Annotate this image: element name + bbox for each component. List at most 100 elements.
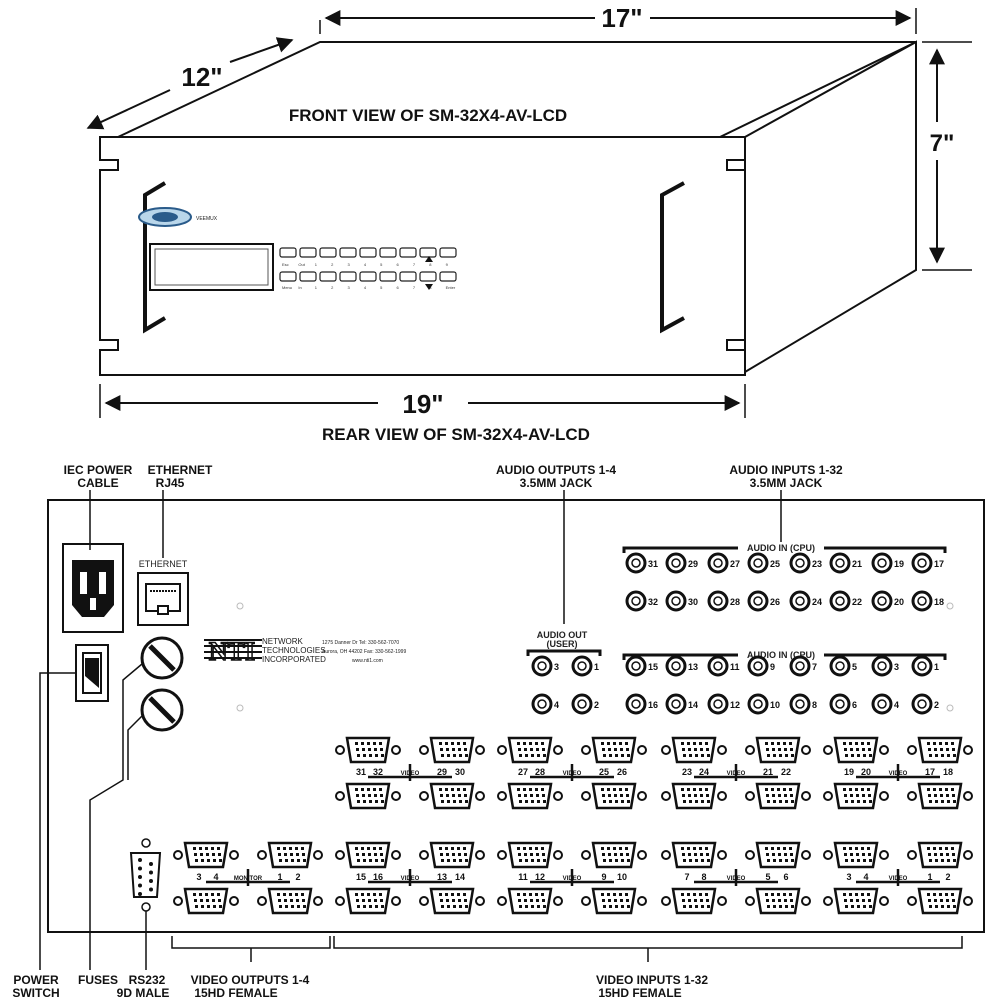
vga-connector[interactable] <box>745 887 811 915</box>
front-button[interactable] <box>439 271 457 282</box>
jack-number: 16 <box>648 700 658 710</box>
callout-video-inputs-2: 15HD FEMALE <box>598 986 681 1000</box>
vga-connector[interactable] <box>257 887 323 915</box>
callout-ethernet-2: RJ45 <box>156 476 185 490</box>
vga-connector[interactable] <box>335 782 401 810</box>
front-button[interactable] <box>399 271 417 282</box>
vga-connector[interactable] <box>823 736 889 764</box>
jack-number: 7 <box>812 662 817 672</box>
rs232-pin <box>149 879 153 883</box>
front-button[interactable] <box>299 271 317 282</box>
front-button[interactable] <box>419 247 437 258</box>
svg-text:VEEMUX: VEEMUX <box>196 216 218 222</box>
front-button[interactable] <box>279 271 297 282</box>
front-button[interactable] <box>319 271 337 282</box>
vga-connector[interactable] <box>335 841 401 869</box>
vga-connector[interactable] <box>497 736 563 764</box>
callout-ethernet-1: ETHERNET <box>148 463 213 477</box>
vga-connector[interactable] <box>419 887 485 915</box>
button-label: 2 <box>331 262 334 267</box>
group-word: VIDEO <box>401 771 420 777</box>
vga-connector[interactable] <box>173 887 239 915</box>
connector-number: 12 <box>535 872 545 882</box>
audio-in-label-upper: AUDIO IN (CPU) <box>747 543 815 553</box>
vga-connector[interactable] <box>907 736 973 764</box>
vga-connector[interactable] <box>823 841 889 869</box>
vga-connector[interactable] <box>907 887 973 915</box>
vga-connector[interactable] <box>419 841 485 869</box>
vga-connector[interactable] <box>907 782 973 810</box>
vga-connector[interactable] <box>419 782 485 810</box>
connector-number: 6 <box>783 872 788 882</box>
address-line-3: www.nti1.com <box>352 658 383 664</box>
vga-connector[interactable] <box>497 841 563 869</box>
jack-number: 1 <box>934 662 939 672</box>
vga-connector[interactable] <box>581 887 647 915</box>
audio-out-label-1: AUDIO OUT <box>537 630 588 640</box>
front-button[interactable] <box>379 247 397 258</box>
front-button[interactable] <box>319 247 337 258</box>
vga-connector[interactable] <box>661 887 727 915</box>
vga-connector[interactable] <box>173 841 239 869</box>
jack-number: 27 <box>730 559 740 569</box>
vga-connector[interactable] <box>581 736 647 764</box>
front-button[interactable] <box>339 247 357 258</box>
right-handle <box>660 181 685 334</box>
front-button[interactable] <box>359 247 377 258</box>
front-button[interactable] <box>399 247 417 258</box>
connector-number: 24 <box>699 767 709 777</box>
callout-audio-inputs-1: AUDIO INPUTS 1-32 <box>729 463 843 477</box>
front-button[interactable] <box>379 271 397 282</box>
vga-connector[interactable] <box>497 782 563 810</box>
callout-power-switch-2: SWITCH <box>12 986 59 1000</box>
vga-connector[interactable] <box>581 782 647 810</box>
vga-connector[interactable] <box>823 887 889 915</box>
callout-iec-power-2: CABLE <box>77 476 118 490</box>
jack-number: 21 <box>852 559 862 569</box>
callout-fuses: FUSES <box>78 973 118 987</box>
vga-connector[interactable] <box>661 736 727 764</box>
button-label: 2 <box>331 285 334 290</box>
vga-connector[interactable] <box>745 736 811 764</box>
vga-connector[interactable] <box>497 887 563 915</box>
vga-connector[interactable] <box>257 841 323 869</box>
front-button[interactable] <box>359 271 377 282</box>
connector-number: 1 <box>927 872 932 882</box>
company-logo: NTI <box>204 636 262 667</box>
jack-number: 2 <box>934 700 939 710</box>
vga-connector[interactable] <box>823 782 889 810</box>
vga-connector[interactable] <box>581 841 647 869</box>
connector-number: 20 <box>861 767 871 777</box>
vga-connector[interactable] <box>661 782 727 810</box>
group-word: VIDEO <box>889 771 908 777</box>
vga-connector[interactable] <box>745 782 811 810</box>
callout-audio-inputs-2: 3.5MM JACK <box>750 476 823 490</box>
front-view-title: FRONT VIEW OF SM-32X4-AV-LCD <box>289 106 567 125</box>
connector-number: 3 <box>846 872 851 882</box>
rs232-pin <box>138 875 142 879</box>
front-button[interactable] <box>439 247 457 258</box>
vga-connector[interactable] <box>907 841 973 869</box>
jack-number: 2 <box>594 700 599 710</box>
connector-number: 28 <box>535 767 545 777</box>
connector-number: 9 <box>601 872 606 882</box>
front-button[interactable] <box>279 247 297 258</box>
vga-connector[interactable] <box>335 887 401 915</box>
vga-connector[interactable] <box>745 841 811 869</box>
front-button[interactable] <box>419 271 437 282</box>
fuse-holders <box>140 636 184 732</box>
front-button[interactable] <box>299 247 317 258</box>
address-line-1: 1275 Danner Dr Tel: 330-562-7070 <box>322 640 399 646</box>
button-label: 5 <box>380 285 383 290</box>
vga-connector[interactable] <box>419 736 485 764</box>
front-button[interactable] <box>339 271 357 282</box>
vga-connector[interactable] <box>335 736 401 764</box>
company-name-2: TECHNOLOGIES <box>262 646 326 655</box>
button-label: 9 <box>446 262 449 267</box>
callout-audio-outputs-1: AUDIO OUTPUTS 1-4 <box>496 463 616 477</box>
vga-connector[interactable] <box>661 841 727 869</box>
